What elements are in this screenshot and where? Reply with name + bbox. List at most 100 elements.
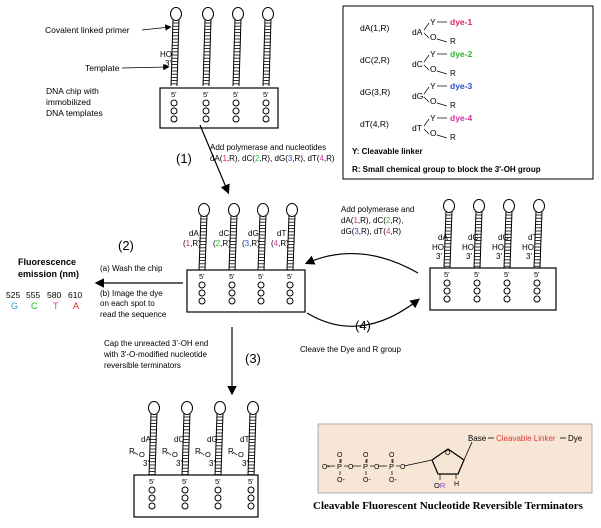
cap-text-line1: Cap the unreacted 3'-OH end xyxy=(104,339,208,348)
nuc-dg: dG xyxy=(275,154,286,163)
spot-circle xyxy=(262,115,270,123)
step4-nucleotide-list: dA(1,R), dC(2,R), dG(3,R), dT(4,R) xyxy=(341,216,403,236)
tag-r: ,R) xyxy=(278,239,289,248)
fluor-title-line1: Fluorescence xyxy=(18,257,76,267)
cap-text-line2: with 3'-O-modified nucleotide xyxy=(103,350,207,359)
dye-tag-label: (4,R) xyxy=(271,239,289,248)
nuc-r: ,R) xyxy=(359,227,370,236)
hairpin-loop xyxy=(503,199,515,213)
five-prime-label: 5' xyxy=(149,477,155,486)
incorporated-base-label: dT xyxy=(277,229,286,238)
spot-circle xyxy=(247,502,255,510)
spot-circle xyxy=(214,486,222,494)
template-strand xyxy=(539,210,543,269)
three-prime-label: 3' xyxy=(496,252,502,261)
legend-o: O xyxy=(430,32,437,42)
nuc-paren: ( xyxy=(252,154,255,163)
phosphorus: P xyxy=(337,462,342,471)
chip-desc-line2: immobilized xyxy=(46,97,91,107)
hairpin-loop xyxy=(170,7,182,21)
template-strand xyxy=(479,210,483,269)
r-group-label: R xyxy=(228,447,234,456)
primer-strand xyxy=(443,210,447,269)
comma: , xyxy=(401,216,403,225)
spot-circle xyxy=(473,279,481,287)
ring-h: H xyxy=(454,481,459,488)
bond-line xyxy=(436,102,448,107)
capped-base-label: dC xyxy=(174,435,184,444)
cleavable-linker-label: Cleavable Linker xyxy=(496,434,556,443)
step4-top-text: Add polymerase and xyxy=(341,205,414,214)
spot-circle xyxy=(181,502,189,510)
ho-label: HO xyxy=(160,50,172,59)
tag-r: ,R) xyxy=(249,239,260,248)
five-prime-label: 5' xyxy=(534,270,540,279)
spot-circle xyxy=(181,494,189,502)
legend-dye-2: dye-2 xyxy=(450,49,472,59)
legend-r: R xyxy=(450,101,456,110)
ho-label: HO xyxy=(492,243,504,252)
image-dye-line3: read the sequence xyxy=(100,310,167,319)
r-group-label: R xyxy=(195,447,201,456)
covalent-primer-label: Covalent linked primer xyxy=(45,25,130,35)
hairpin-loop xyxy=(202,7,214,21)
nuc-paren: ( xyxy=(383,227,386,236)
primer-strand xyxy=(503,210,507,269)
three-prime-label: 3' xyxy=(143,459,149,468)
spot-circle xyxy=(533,295,541,303)
bridge-o: O xyxy=(348,464,354,471)
spot-circle xyxy=(202,115,210,123)
legend-r: R xyxy=(450,37,456,46)
spot-circle xyxy=(198,289,206,297)
nuc-r: ,R) xyxy=(390,216,401,225)
legend-dye-4: dye-4 xyxy=(450,113,472,123)
spot-circle xyxy=(198,281,206,289)
or-r: R xyxy=(440,481,446,490)
phosphate-o: O xyxy=(363,452,369,459)
primer-strand xyxy=(148,412,152,476)
base-c: C xyxy=(31,301,38,311)
capped-base-label: dT xyxy=(240,435,249,444)
bond-line xyxy=(423,22,430,31)
template-strand xyxy=(220,412,224,476)
three-prime-label: 3' xyxy=(176,459,182,468)
spot-circle xyxy=(198,297,206,305)
dye-num-3: 3 xyxy=(288,154,293,163)
r-group-label: R xyxy=(129,447,135,456)
legend-y: Y xyxy=(430,81,436,91)
step1-nucleotide-list: dA(1,R), dC(2,R), dG(3,R), dT(4,R) xyxy=(210,154,335,163)
ring-o: O xyxy=(445,450,451,457)
hairpin-loop xyxy=(533,199,545,213)
template-strand xyxy=(208,18,212,87)
spot-circle xyxy=(202,107,210,115)
incorporated-base-label: dG xyxy=(248,229,259,238)
nuc-dt: dT xyxy=(307,154,316,163)
spot-circle xyxy=(214,502,222,510)
legend-base: dC xyxy=(412,59,423,69)
chip-desc-line3: DNA templates xyxy=(46,108,103,118)
legend-nucleotide-name: dC(2,R) xyxy=(360,55,390,65)
dye-num-1: 1 xyxy=(353,216,358,225)
dye-num-1: 1 xyxy=(222,154,227,163)
hairpin-loop xyxy=(198,203,210,217)
bond-line xyxy=(423,54,430,63)
step3-number: (3) xyxy=(245,351,261,366)
legend-nucleotide-name: dT(4,R) xyxy=(360,119,389,129)
template-strand xyxy=(268,18,272,87)
nuc-paren: ( xyxy=(383,216,386,225)
nuc-r: ,R) xyxy=(292,154,303,163)
step1-arrow xyxy=(199,124,230,195)
spot-circle xyxy=(503,295,511,303)
dye-num-2: 2 xyxy=(386,216,391,225)
legend-r: R xyxy=(450,69,456,78)
legend-r: R xyxy=(450,133,456,142)
spot-circle xyxy=(286,281,294,289)
legend-y: Y xyxy=(430,49,436,59)
spot-circle xyxy=(503,279,511,287)
step2-number: (2) xyxy=(118,238,134,253)
five-prime-label: 5' xyxy=(229,272,235,281)
wash-text: (a) Wash the chip xyxy=(100,264,163,273)
chip-body xyxy=(159,87,279,129)
step1-text: Add polymerase and nucleotides xyxy=(210,143,326,152)
